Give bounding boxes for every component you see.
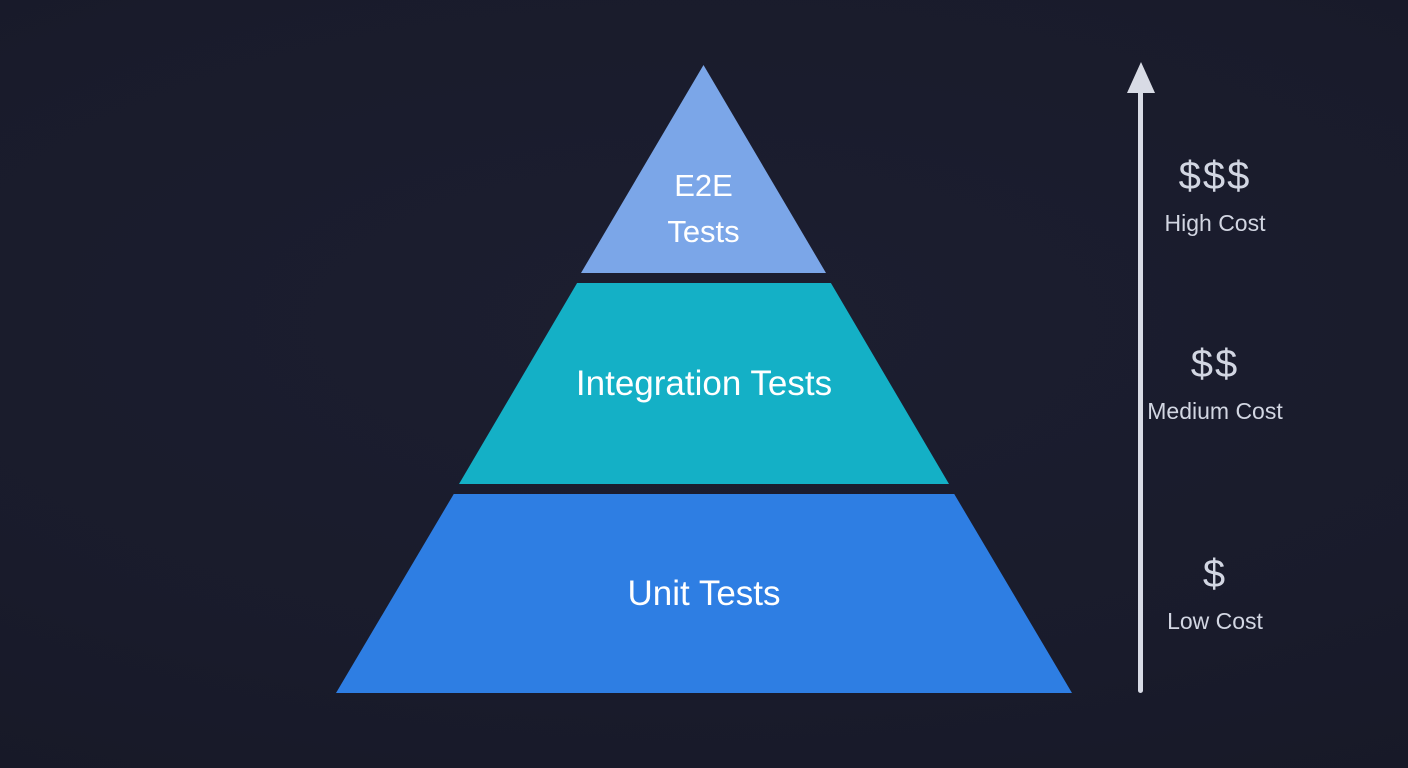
tier-unit-tests: Unit Tests [336, 494, 1072, 693]
tier-unit-label: Unit Tests [627, 573, 781, 613]
cost-axis-line [1138, 88, 1143, 693]
tier-e2e-label-line1: E2E [674, 168, 733, 203]
dollar-symbols-medium: $$ [1190, 342, 1240, 386]
cost-label-medium: Medium Cost [1147, 398, 1283, 424]
tier-e2e-label-line2: Tests [667, 214, 740, 249]
cost-level-high: $$$ High Cost [1115, 154, 1315, 235]
cost-label-low: Low Cost [1167, 608, 1263, 634]
cost-label-high: High Cost [1164, 210, 1266, 236]
dollar-symbols-low: $ [1202, 552, 1228, 596]
tier-e2e-tests: E2E Tests [581, 65, 826, 273]
tier-integration-label: Integration Tests [575, 363, 833, 403]
arrow-up-icon [1127, 62, 1155, 93]
cost-level-medium: $$ Medium Cost [1115, 342, 1315, 423]
cost-level-low: $ Low Cost [1115, 552, 1315, 633]
tier-integration-tests: Integration Tests [459, 283, 949, 484]
dollar-symbols-high: $$$ [1178, 154, 1252, 198]
